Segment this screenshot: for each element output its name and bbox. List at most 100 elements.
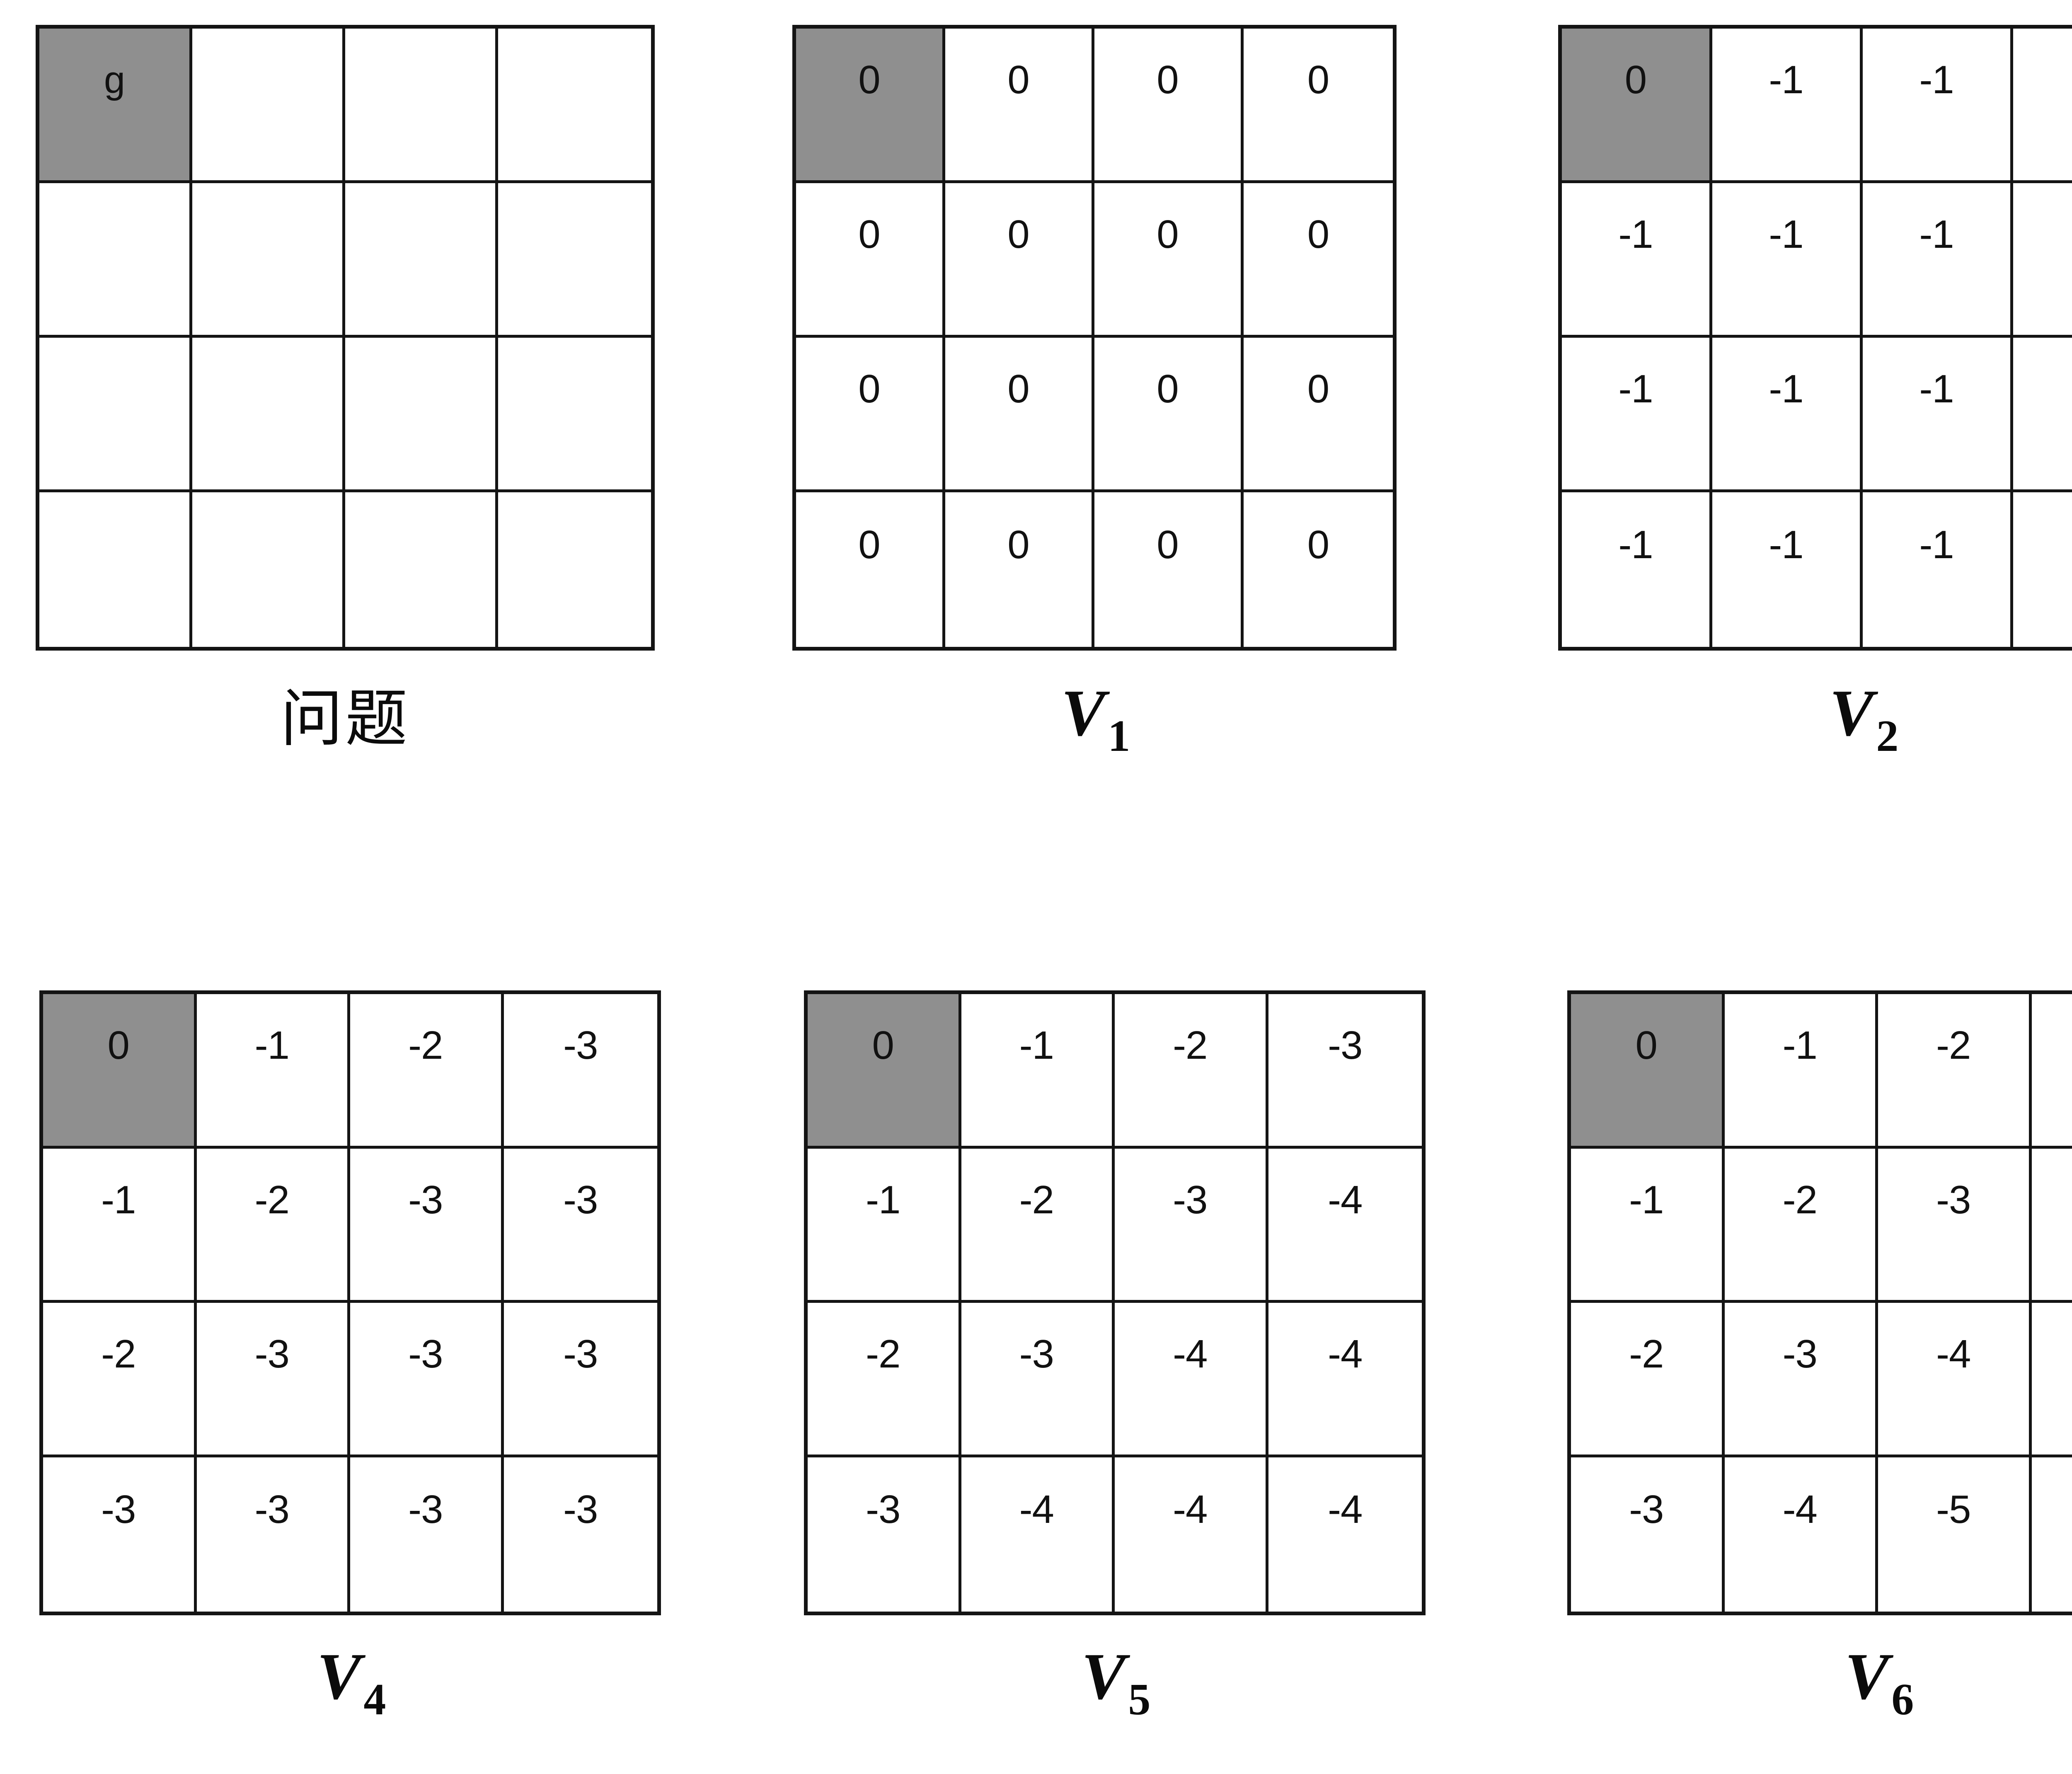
grid-cell[interactable]: [192, 183, 345, 338]
grid-cell[interactable]: [498, 29, 651, 183]
grid-cell[interactable]: -3: [961, 1303, 1115, 1457]
grid-cell[interactable]: -3: [808, 1457, 961, 1612]
grid-cell[interactable]: -1: [1571, 1148, 1725, 1303]
grid-cell[interactable]: -3: [196, 1303, 350, 1457]
grid-cell-terminal[interactable]: 0: [1571, 994, 1725, 1149]
grid-cell[interactable]: [192, 338, 345, 492]
grid-cell[interactable]: -1: [1863, 492, 2013, 647]
grid-cell[interactable]: -3: [1878, 1148, 2032, 1303]
grid-cell[interactable]: [39, 183, 192, 338]
grid-cell[interactable]: -1: [1712, 29, 1863, 183]
grid-cell[interactable]: -4: [1724, 1457, 1878, 1612]
grid-cell[interactable]: -3: [503, 1457, 657, 1612]
grid-cell[interactable]: 0: [796, 183, 945, 338]
grid-cell[interactable]: -5: [2031, 1457, 2072, 1612]
grid-cell-terminal[interactable]: 0: [808, 994, 961, 1149]
grid-cell[interactable]: -3: [350, 1457, 504, 1612]
grid-cell[interactable]: -4: [1878, 1303, 2032, 1457]
grid-cell[interactable]: -3: [2031, 994, 2072, 1149]
grid-cell[interactable]: -4: [1115, 1457, 1268, 1612]
grid-cell[interactable]: -3: [350, 1303, 504, 1457]
grid-cell[interactable]: -4: [1115, 1303, 1268, 1457]
grid-cell[interactable]: -2: [808, 1303, 961, 1457]
grid-cell[interactable]: -1: [2013, 492, 2072, 647]
grid-cell-terminal[interactable]: 0: [43, 994, 197, 1149]
grid-cell[interactable]: 0: [1094, 29, 1244, 183]
grid-cell[interactable]: [192, 492, 345, 647]
grid-cell[interactable]: 0: [1244, 29, 1393, 183]
grid-cell[interactable]: -3: [1724, 1303, 1878, 1457]
grid-cell[interactable]: -5: [1878, 1457, 2032, 1612]
grid-cell-terminal[interactable]: 0: [1562, 29, 1712, 183]
grid-cell[interactable]: -3: [503, 1303, 657, 1457]
grid-cell[interactable]: 0: [1244, 183, 1393, 338]
value-grid-v6[interactable]: 0-1-2-3-1-2-3-4-2-3-4-5-3-4-5-5: [1567, 990, 2072, 1615]
grid-cell[interactable]: -1: [2013, 338, 2072, 492]
grid-cell[interactable]: -1: [1562, 183, 1712, 338]
grid-cell[interactable]: [345, 183, 498, 338]
grid-cell[interactable]: [345, 492, 498, 647]
grid-cell[interactable]: -1: [43, 1148, 197, 1303]
grid-cell[interactable]: -1: [1863, 29, 2013, 183]
grid-cell[interactable]: -2: [1878, 994, 2032, 1149]
grid-cell[interactable]: -1: [1724, 994, 1878, 1149]
grid-cell[interactable]: -3: [1268, 994, 1422, 1149]
grid-cell[interactable]: -1: [1712, 492, 1863, 647]
grid-cell[interactable]: -1: [2013, 29, 2072, 183]
value-grid-v4[interactable]: 0-1-2-3-1-2-3-3-2-3-3-3-3-3-3-3: [39, 990, 661, 1615]
value-grid-v5[interactable]: 0-1-2-3-1-2-3-4-2-3-4-4-3-4-4-4: [804, 990, 1426, 1615]
grid-cell[interactable]: -2: [350, 994, 504, 1149]
grid-cell[interactable]: 0: [1094, 338, 1244, 492]
grid-cell[interactable]: [39, 492, 192, 647]
value-grid-v2[interactable]: 0-1-1-1-1-1-1-1-1-1-1-1-1-1-1-1: [1558, 25, 2072, 651]
grid-cell[interactable]: -1: [196, 994, 350, 1149]
grid-cell[interactable]: -4: [1268, 1303, 1422, 1457]
grid-cell[interactable]: 0: [945, 29, 1094, 183]
value-grid-problem[interactable]: g: [36, 25, 655, 651]
grid-cell[interactable]: -2: [961, 1148, 1115, 1303]
grid-cell[interactable]: -1: [1562, 492, 1712, 647]
grid-cell[interactable]: -4: [1268, 1148, 1422, 1303]
grid-cell[interactable]: -2: [196, 1148, 350, 1303]
grid-cell[interactable]: -5: [2031, 1303, 2072, 1457]
grid-cell[interactable]: 0: [796, 492, 945, 647]
grid-cell[interactable]: -2: [43, 1303, 197, 1457]
grid-cell-terminal[interactable]: 0: [796, 29, 945, 183]
grid-cell[interactable]: 0: [796, 338, 945, 492]
grid-cell[interactable]: [498, 492, 651, 647]
grid-cell[interactable]: 0: [1244, 338, 1393, 492]
grid-cell-terminal[interactable]: g: [39, 29, 192, 183]
grid-cell[interactable]: 0: [1094, 183, 1244, 338]
grid-cell[interactable]: [498, 183, 651, 338]
grid-cell[interactable]: [192, 29, 345, 183]
grid-cell[interactable]: -4: [2031, 1148, 2072, 1303]
grid-cell[interactable]: -2: [1115, 994, 1268, 1149]
grid-cell[interactable]: -2: [1571, 1303, 1725, 1457]
grid-cell[interactable]: -3: [1571, 1457, 1725, 1612]
grid-cell[interactable]: 0: [945, 338, 1094, 492]
grid-cell[interactable]: [345, 338, 498, 492]
grid-cell[interactable]: -3: [43, 1457, 197, 1612]
grid-cell[interactable]: -1: [1562, 338, 1712, 492]
grid-cell[interactable]: -3: [1115, 1148, 1268, 1303]
grid-cell[interactable]: -2: [1724, 1148, 1878, 1303]
grid-cell[interactable]: -4: [961, 1457, 1115, 1612]
grid-cell[interactable]: -3: [503, 994, 657, 1149]
grid-cell[interactable]: -1: [1712, 338, 1863, 492]
grid-cell[interactable]: [498, 338, 651, 492]
grid-cell[interactable]: -3: [196, 1457, 350, 1612]
grid-cell[interactable]: -1: [1863, 338, 2013, 492]
grid-cell[interactable]: -1: [2013, 183, 2072, 338]
grid-cell[interactable]: 0: [945, 492, 1094, 647]
grid-cell[interactable]: -4: [1268, 1457, 1422, 1612]
grid-cell[interactable]: -1: [961, 994, 1115, 1149]
grid-cell[interactable]: -3: [503, 1148, 657, 1303]
grid-cell[interactable]: 0: [945, 183, 1094, 338]
grid-cell[interactable]: -1: [1712, 183, 1863, 338]
grid-cell[interactable]: -1: [808, 1148, 961, 1303]
grid-cell[interactable]: [39, 338, 192, 492]
grid-cell[interactable]: [345, 29, 498, 183]
grid-cell[interactable]: -3: [350, 1148, 504, 1303]
grid-cell[interactable]: -1: [1863, 183, 2013, 338]
